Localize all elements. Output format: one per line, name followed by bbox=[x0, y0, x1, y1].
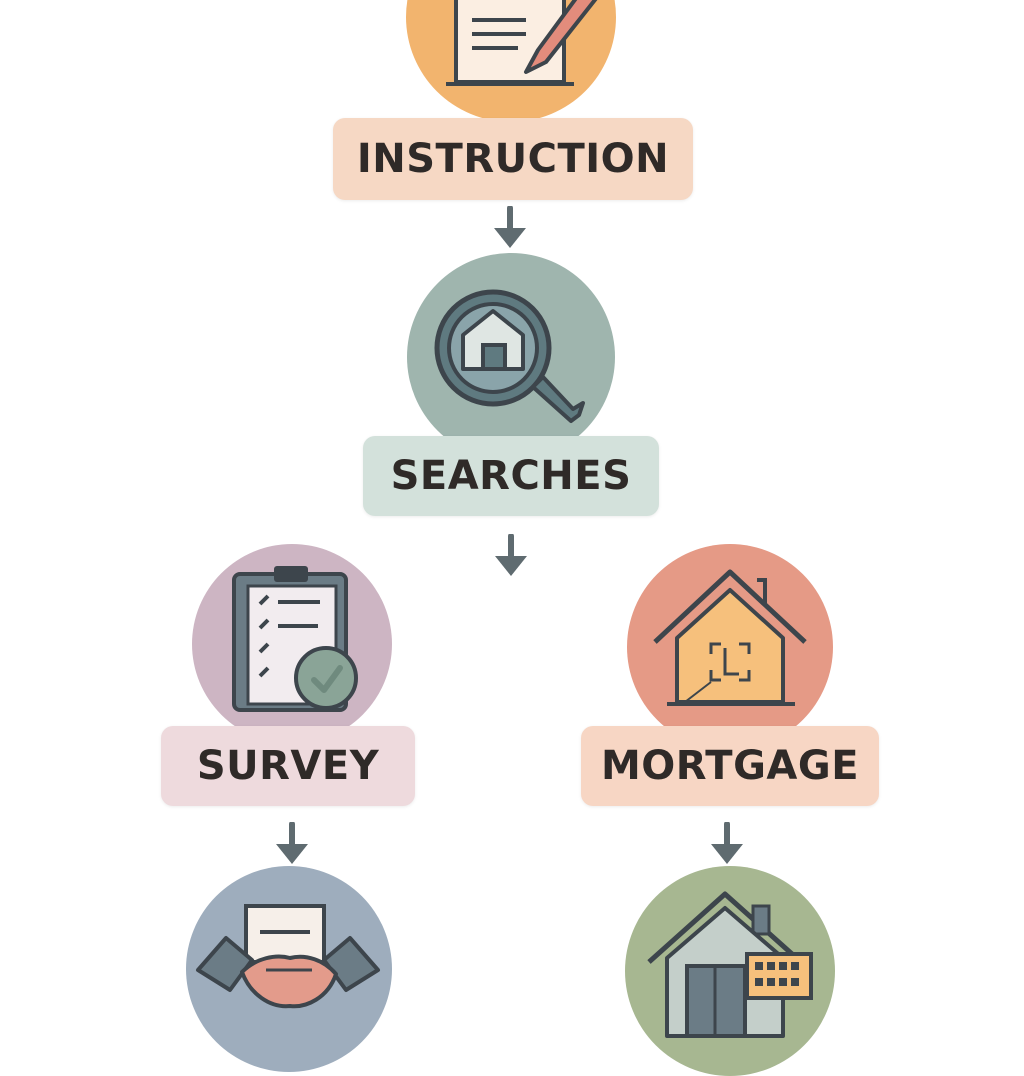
mortgage-circle bbox=[627, 544, 833, 750]
arrow-down-icon bbox=[707, 821, 747, 866]
exchange-circle bbox=[186, 866, 392, 1072]
checklist-icon bbox=[232, 566, 358, 712]
mortgage-label: MORTGAGE bbox=[581, 726, 879, 806]
survey-label: SURVEY bbox=[161, 726, 415, 806]
instruction-label: INSTRUCTION bbox=[333, 118, 693, 200]
document-sign-icon bbox=[446, 0, 598, 86]
handshake-icon bbox=[196, 904, 380, 1009]
survey-circle bbox=[192, 544, 392, 744]
instruction-circle bbox=[406, 0, 616, 122]
house-keys-icon bbox=[647, 891, 813, 1038]
arrow-down-icon bbox=[491, 533, 531, 578]
house-icon bbox=[653, 569, 807, 706]
arrow-down-icon bbox=[490, 205, 530, 250]
arrow-down-icon bbox=[272, 821, 312, 866]
house-search-icon bbox=[434, 289, 585, 423]
searches-label: SEARCHES bbox=[363, 436, 659, 516]
searches-circle bbox=[407, 253, 615, 461]
completion-circle bbox=[625, 866, 835, 1076]
